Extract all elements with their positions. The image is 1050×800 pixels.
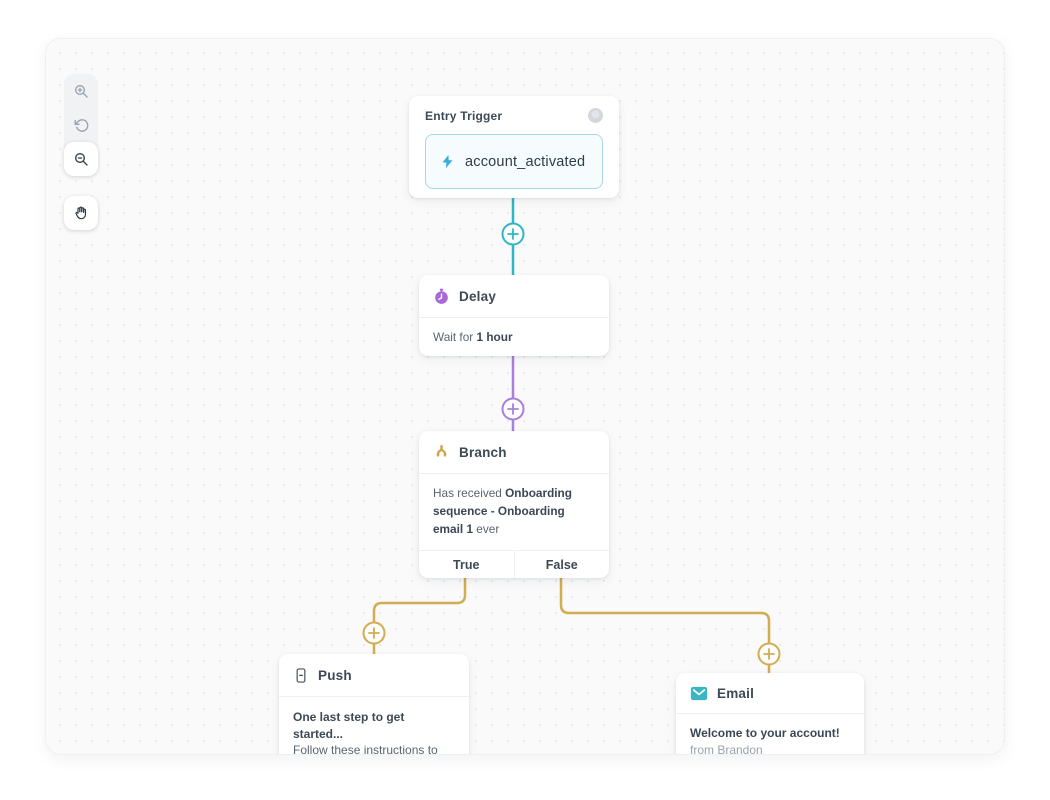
connector-layer — [362, 198, 781, 675]
zoom-out-icon — [73, 151, 89, 167]
node-push[interactable]: Push One last step to get started... Fol… — [279, 654, 469, 755]
connector-branch-false-email — [559, 578, 771, 675]
email-subject: Welcome to your account! — [690, 726, 840, 740]
email-title: Email — [717, 686, 755, 701]
node-email[interactable]: Email Welcome to your account! from Bran… — [676, 673, 864, 755]
entry-trigger-title: Entry Trigger — [425, 108, 503, 123]
workflow-canvas[interactable]: Entry Trigger account_activated — [45, 38, 1005, 755]
push-title: Push — [318, 668, 352, 683]
branch-true-path[interactable]: True — [419, 551, 515, 578]
divider — [419, 473, 609, 474]
trigger-event-chip[interactable]: account_activated — [425, 134, 603, 189]
node-delay[interactable]: Delay Wait for 1 hour — [419, 275, 609, 356]
node-branch[interactable]: Branch Has received Onboarding sequence … — [419, 431, 609, 578]
trigger-event-name: account_activated — [465, 153, 586, 170]
hand-icon — [73, 205, 89, 221]
divider — [419, 317, 609, 318]
branch-title: Branch — [459, 445, 507, 460]
status-dot-icon — [588, 108, 603, 123]
email-from: from Brandon — [690, 743, 763, 755]
zoom-out-button[interactable] — [64, 142, 98, 176]
push-message-title: One last step to get started... — [293, 710, 405, 741]
add-step-button-purple[interactable] — [501, 397, 525, 421]
zoom-toolbar — [64, 74, 98, 176]
add-step-button-teal[interactable] — [501, 222, 525, 246]
undo-icon — [74, 118, 89, 133]
zoom-in-button[interactable] — [64, 74, 98, 108]
add-step-button-true[interactable] — [362, 621, 386, 645]
delay-title: Delay — [459, 289, 497, 304]
divider — [676, 713, 864, 714]
divider — [279, 696, 469, 697]
node-entry-trigger[interactable]: Entry Trigger account_activated — [409, 96, 619, 198]
branch-condition: Has received Onboarding sequence - Onboa… — [433, 486, 572, 536]
connector-branch-true-push — [372, 578, 467, 655]
phone-icon — [293, 667, 309, 684]
email-icon — [690, 686, 708, 701]
delay-body: Wait for 1 hour — [433, 330, 513, 344]
add-step-button-false[interactable] — [757, 642, 781, 666]
branch-false-path[interactable]: False — [545, 557, 578, 572]
zoom-in-icon — [73, 83, 89, 99]
branch-icon — [433, 444, 450, 461]
lightning-icon — [440, 153, 455, 170]
push-message-body: Follow these instructions to complete yo… — [293, 743, 438, 755]
undo-button[interactable] — [64, 108, 98, 142]
stopwatch-icon — [433, 288, 450, 305]
pan-button[interactable] — [64, 196, 98, 230]
